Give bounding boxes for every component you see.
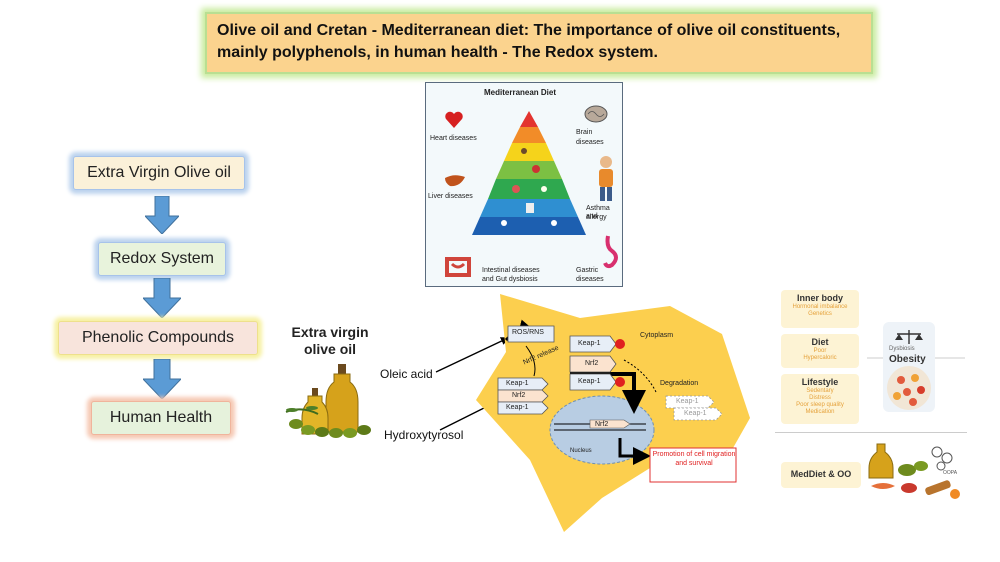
hydroxytyrosol-label: Hydroxytyrosol [384,428,464,442]
inner-body-title: Inner body [796,293,843,303]
brain-diseases-label: Brain [576,129,593,136]
keap1-label: Keap-1 [578,340,601,347]
intestinal-diseases-label-2: and Gut dysbiosis [482,276,538,283]
asthma-allergy-label-2: allergy [586,214,607,221]
evoo-label-line1: Extra virgin [291,324,369,340]
cell-diagram [476,294,750,532]
keap1-degraded-label: Keap-1 [684,410,707,417]
olive-oil-foods-icon [868,443,960,499]
keap1-label: Keap-1 [506,404,529,411]
diet-sub1: Poor [813,348,827,354]
keap1-label: Keap-1 [578,378,601,385]
diet-sub2: Hypercaloric [803,355,837,361]
nrf2-label: Nrf2 [512,392,526,399]
obesity-figure [867,322,965,412]
brain-icon [584,105,608,123]
lifestyle-sub1: Sedentary [806,388,834,394]
food-pyramid [472,111,586,235]
nrf2-nucleus-label: Nrf2 [595,421,609,428]
brain-diseases-label-2: diseases [576,139,604,146]
oopa-label: OOPA [943,470,958,476]
down-arrow-icon [143,278,181,318]
asthma-allergy-label: Asthma and [586,205,610,220]
evoo-label-line2: olive oil [303,341,357,357]
inner-body-sub2: Genetics [808,311,832,317]
page-title: Olive oil and Cretan - Mediterranean die… [205,12,873,74]
flow-step-extra-virgin-olive-oil: Extra Virgin Olive oil [73,156,245,190]
down-arrow-icon [145,196,179,234]
lifestyle-title: Lifestyle [801,377,839,387]
pyramid-title: Mediterranean Diet [484,88,557,97]
heart-diseases-label: Heart diseases [430,135,477,142]
lifestyle-sub2: Distress [809,395,831,401]
diet-title: Diet [811,337,829,347]
obesity-panel: Inner body Hormonal imbalance Genetics D… [775,286,967,530]
meddiet-oo-box: MedDiet & OO [781,462,861,488]
liver-icon [445,175,465,187]
diet-box: Diet Poor Hypercaloric [781,334,859,368]
lifestyle-sub4: Medication [805,409,835,415]
evoo-label: Extra virgin olive oil [284,324,376,358]
lifestyle-box: Lifestyle Sedentary Distress Poor sleep … [781,374,859,424]
inner-body-box: Inner body Hormonal imbalance Genetics [781,290,859,328]
nrf2-label: Nrf2 [585,360,599,367]
intestine-icon [445,257,471,277]
cytoplasm-label: Cytoplasm [640,332,674,339]
dysbiosis-label: Dysbiosis [889,346,915,352]
nucleus-label: Nucleus [570,448,592,454]
ros-rns-label: ROS/RNS [512,329,544,336]
flow-step-phenolic-compounds: Phenolic Compounds [58,321,258,355]
degradation-label: Degradation [660,380,699,387]
inner-body-sub1: Hormonal imbalance [792,304,848,310]
heart-icon [445,111,463,128]
flow-step-human-health: Human Health [91,401,231,435]
lifestyle-sub3: Poor sleep quality [796,402,844,408]
down-arrow-icon [143,359,181,399]
mediterranean-diet-panel: Mediterranean Diet Heart diseases Brain … [425,82,623,287]
obesity-label: Obesity [889,354,926,365]
flow-step-redox-system: Redox System [98,242,226,276]
meddiet-oo-label: MedDiet & OO [790,469,852,479]
liver-diseases-label: Liver diseases [428,193,473,200]
stomach-icon [603,235,618,269]
promotion-label: Promotion of cell migration and survival [652,451,736,467]
gastric-diseases-label-2: diseases [576,276,604,283]
keap1-label: Keap-1 [506,380,529,387]
olive-oil-bottle-icon [285,364,371,438]
intestinal-diseases-label: Intestinal diseases [482,267,540,274]
keap1-degraded-label: Keap-1 [676,398,699,405]
oleic-acid-label: Oleic acid [380,367,433,381]
person-inhaler-icon [599,156,613,201]
gastric-diseases-label: Gastric [576,267,599,274]
